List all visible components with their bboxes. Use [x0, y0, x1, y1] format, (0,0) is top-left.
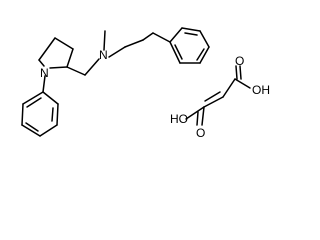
- phenyl-ring: [169, 27, 210, 64]
- fumaric-acid-molecule: OH O HO O: [170, 54, 270, 140]
- pyrrolidine-nitrogen-label: N: [40, 66, 49, 80]
- pyrrolidine-ring: [38, 37, 74, 69]
- structural-formula: N N OH O HO O: [21, 27, 270, 140]
- amine-molecule: N N: [21, 27, 210, 137]
- amine-nitrogen-label: N: [99, 48, 108, 62]
- acid-oh-left-label: HO: [170, 112, 188, 126]
- acid-o-bottom-label: O: [196, 126, 205, 140]
- n-phenyl-ring: [21, 75, 59, 137]
- acid-oh-right-label: OH: [252, 83, 270, 97]
- amine-chain: [66, 30, 171, 76]
- acid-o-top-label: O: [235, 54, 244, 68]
